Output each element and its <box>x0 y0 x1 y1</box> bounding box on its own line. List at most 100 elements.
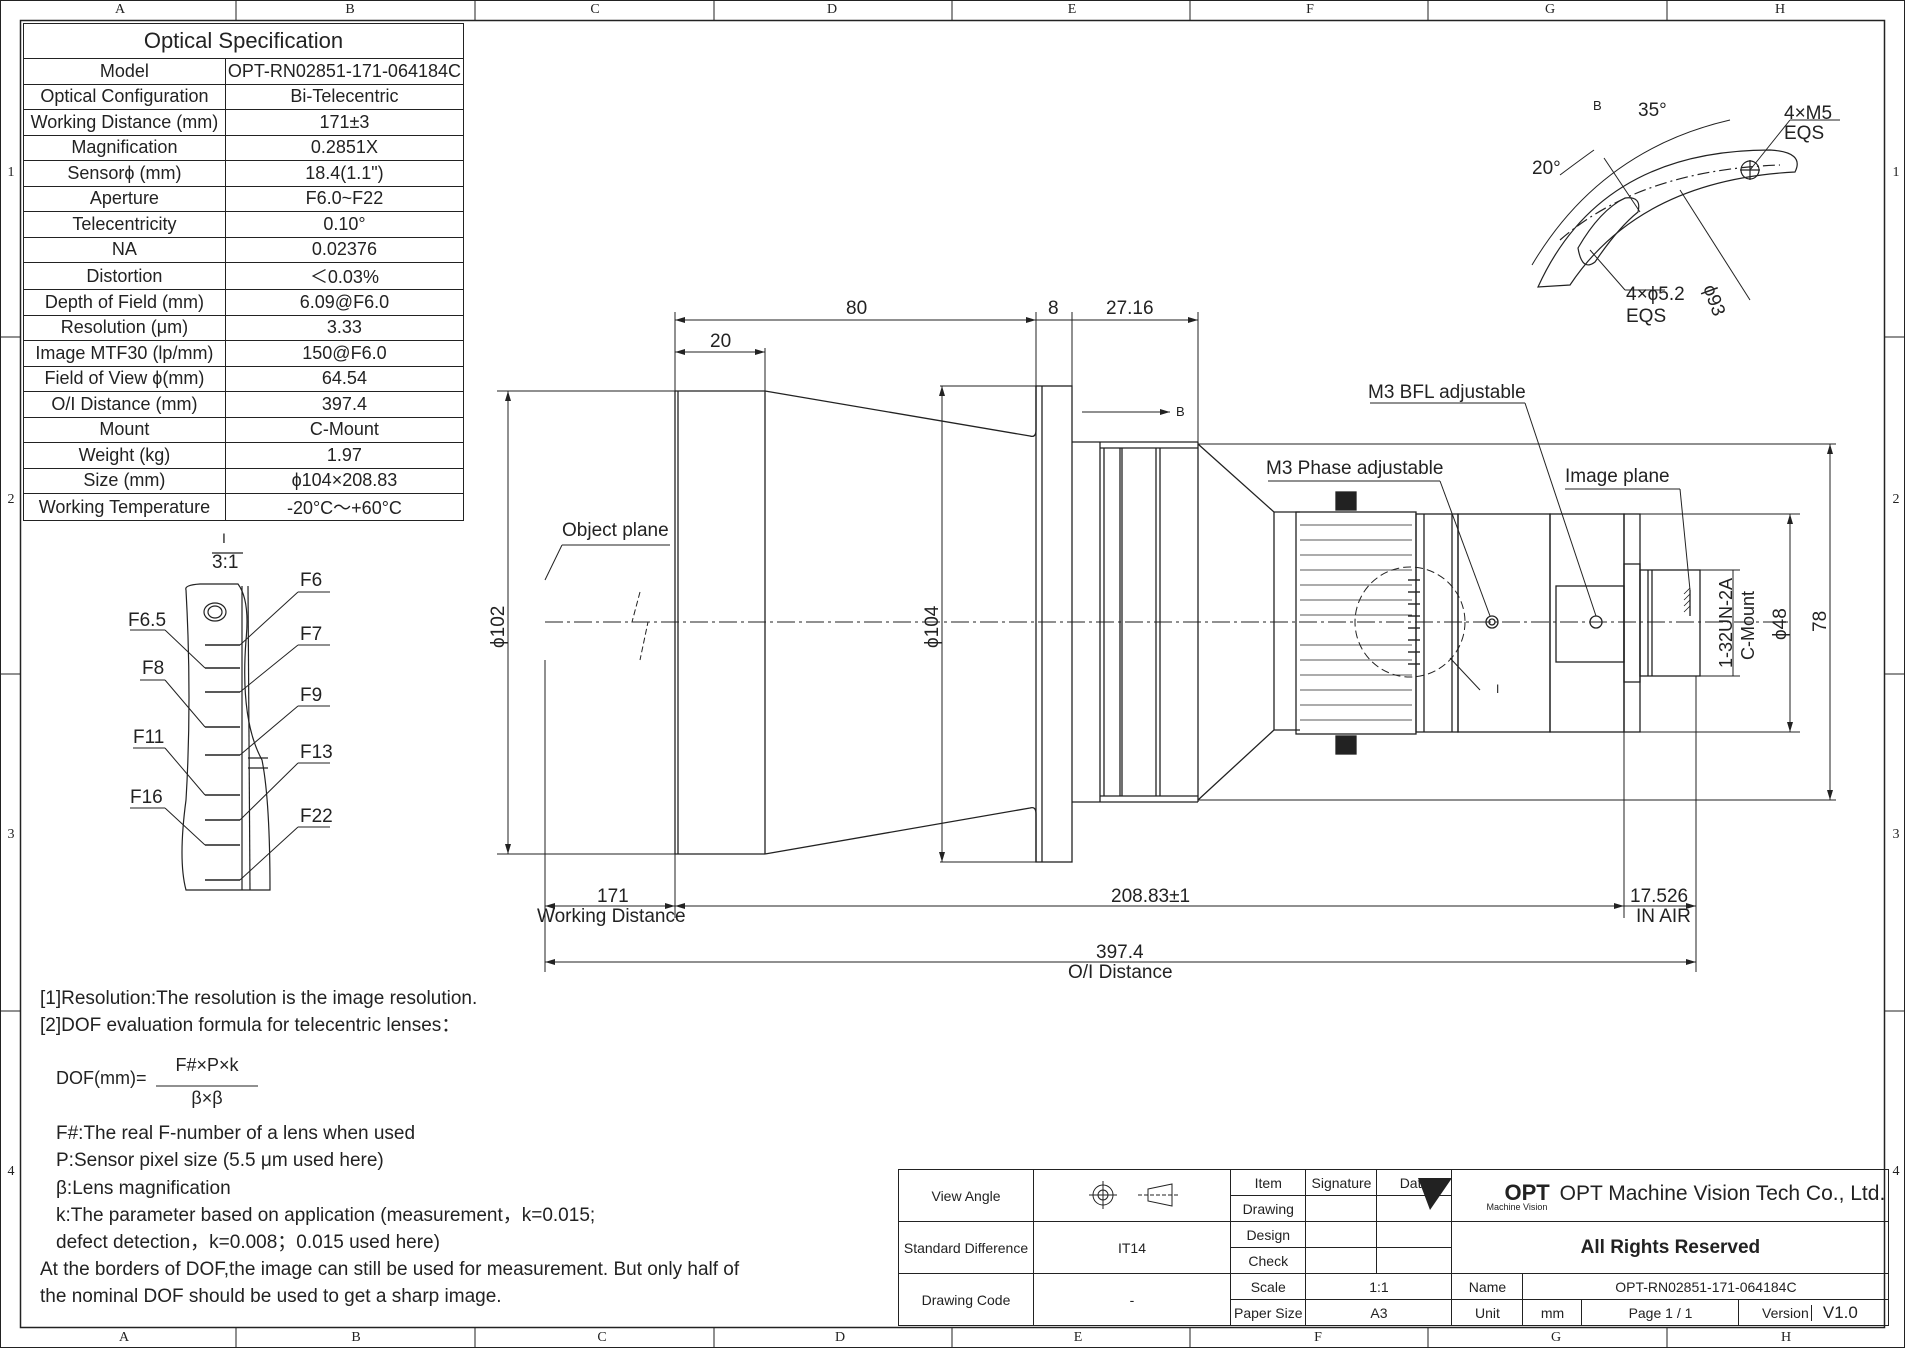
detail-b-screw-eqs: EQS <box>1784 123 1825 144</box>
zone-col-h: H <box>1774 2 1786 17</box>
spec-value: 0.02376 <box>224 236 465 263</box>
tb-signature: Signature <box>1305 1169 1378 1196</box>
f-label-f6-5: F6.5 <box>128 610 167 631</box>
remark-line-2: the nominal DOF should be used to get a … <box>40 1286 502 1308</box>
zone-row-4-left: 4 <box>7 1164 15 1179</box>
spec-row: O/I Distance (mm)397.4 <box>23 391 465 418</box>
dim-8: 8 <box>1048 298 1059 319</box>
detail-b-drawing <box>1531 119 1840 301</box>
f-label-f7: F7 <box>300 624 323 645</box>
tb-date: Date <box>1376 1169 1453 1196</box>
spec-row: Weight (kg)1.97 <box>23 442 465 469</box>
dim-oi-label: O/I Distance <box>1068 962 1173 983</box>
tb-drawing-sig <box>1305 1195 1378 1222</box>
tb-unit: Unit <box>1451 1299 1524 1326</box>
detail-i-drawing <box>130 552 330 891</box>
thread-spec: 1-32UN-2A <box>1716 577 1736 668</box>
spec-value: 171±3 <box>224 109 465 136</box>
dim-oi-value: 397.4 <box>1096 942 1144 963</box>
def-k-cont: defect detection，k=0.008；0.015 used here… <box>56 1232 440 1254</box>
spec-value: 0.2851X <box>224 134 465 161</box>
zone-row-2-right: 2 <box>1892 492 1900 507</box>
spec-value: 150@F6.0 <box>224 340 465 367</box>
f-label-f22: F22 <box>300 806 333 827</box>
tb-design-date <box>1376 1221 1453 1248</box>
tb-view-angle: View Angle <box>898 1169 1034 1222</box>
zone-bottom-f: F <box>1314 1330 1322 1345</box>
spec-value: ＜0.03% <box>224 262 465 290</box>
object-plane-label: Object plane <box>562 520 669 541</box>
tb-view-angle-icons <box>1033 1169 1231 1222</box>
inner-border <box>19 19 1886 1329</box>
tb-rights: All Rights Reserved <box>1451 1221 1890 1274</box>
spec-value: Bi-Telecentric <box>224 83 465 110</box>
dim-length-value: 208.83±1 <box>1111 886 1191 907</box>
spec-value: 6.09@F6.0 <box>224 289 465 316</box>
spec-key: Depth of Field (mm) <box>23 289 226 316</box>
tb-item: Item <box>1229 1169 1307 1196</box>
spec-key: Optical Configuration <box>23 83 226 110</box>
dim-80: 80 <box>846 298 868 319</box>
spec-key: Distortion <box>23 262 226 290</box>
tb-std-diff: Standard Difference <box>898 1221 1034 1274</box>
tb-design-sig <box>1305 1221 1378 1248</box>
tb-check-sig <box>1305 1247 1378 1274</box>
tb-drawing: Drawing <box>1229 1195 1307 1222</box>
zone-col-g: G <box>1544 2 1556 17</box>
tb-check-date <box>1376 1247 1453 1274</box>
def-beta: β:Lens magnification <box>56 1177 231 1199</box>
note-1: [1]Resolution:The resolution is the imag… <box>40 988 478 1009</box>
tb-scale: Scale <box>1229 1273 1307 1300</box>
tb-page: Page 1 / 1 <box>1581 1299 1740 1326</box>
detail-i-scale: 3:1 <box>212 552 239 573</box>
zone-col-c: C <box>590 2 600 17</box>
dof-numerator: F#×P×k <box>175 1055 239 1075</box>
tb-logo-sub: Machine Vision <box>1486 1201 1548 1212</box>
spec-key: Working Temperature <box>23 493 226 521</box>
zone-row-2-left: 2 <box>7 492 15 507</box>
dim-bfl-value: 17.526 <box>1630 886 1689 907</box>
dim-27-16: 27.16 <box>1106 298 1154 319</box>
def-pixel: P:Sensor pixel size (5.5 μm used here) <box>56 1150 384 1172</box>
tb-paper: Paper Size <box>1229 1299 1307 1326</box>
spec-value: C-Mount <box>224 416 465 443</box>
dof-remark: At the borders of DOF,the image can stil… <box>40 1256 739 1311</box>
spec-key: Size (mm) <box>23 467 226 494</box>
def-k: k:The parameter based on application (me… <box>56 1204 596 1226</box>
spec-row: Sensorϕ (mm)18.4(1.1") <box>23 160 465 187</box>
zone-bottom-g: G <box>1550 1330 1562 1345</box>
spec-key: Magnification <box>23 134 226 161</box>
spec-row: Working Temperature-20°C～+60°C <box>23 493 465 521</box>
tb-name: Name <box>1451 1273 1524 1300</box>
tb-company-cell: OPT OPT Machine Vision Tech Co., Ltd. Ma… <box>1451 1169 1890 1222</box>
dim-wd-label: Working Distance <box>537 906 686 927</box>
dim-78: 78 <box>1810 610 1831 632</box>
spec-value: 397.4 <box>224 391 465 418</box>
zone-col-b: B <box>345 2 355 17</box>
tb-version-val: V1.0 <box>1822 1302 1858 1322</box>
spec-value: 64.54 <box>224 365 465 392</box>
spec-value: -20°C～+60°C <box>224 493 465 521</box>
spec-row: Size (mm)ϕ104×208.83 <box>23 467 465 494</box>
spec-key: Field of View ϕ(mm) <box>23 365 226 392</box>
zone-row-3-left: 3 <box>7 827 15 842</box>
spec-key: O/I Distance (mm) <box>23 391 226 418</box>
dim-phi104: ϕ104 <box>922 605 943 648</box>
m3-bfl-label: M3 BFL adjustable <box>1368 382 1526 403</box>
c-mount-label: C-Mount <box>1738 590 1758 660</box>
tb-code-val: - <box>1033 1273 1231 1326</box>
spec-value: 3.33 <box>224 314 465 341</box>
dof-definitions: F#:The real F-number of a lens when used… <box>56 1120 595 1256</box>
tb-version: Version <box>1759 1304 1813 1321</box>
tb-unit-val: mm <box>1522 1299 1583 1326</box>
dim-phi102: ϕ102 <box>488 605 509 648</box>
dimension-lines <box>497 312 1836 972</box>
spec-row: Image MTF30 (lp/mm)150@F6.0 <box>23 340 465 367</box>
zone-bottom-h: H <box>1780 1330 1792 1345</box>
f-label-f13: F13 <box>300 742 333 763</box>
spec-value: ϕ104×208.83 <box>224 467 465 494</box>
tb-scale-val: 1:1 <box>1305 1273 1453 1300</box>
